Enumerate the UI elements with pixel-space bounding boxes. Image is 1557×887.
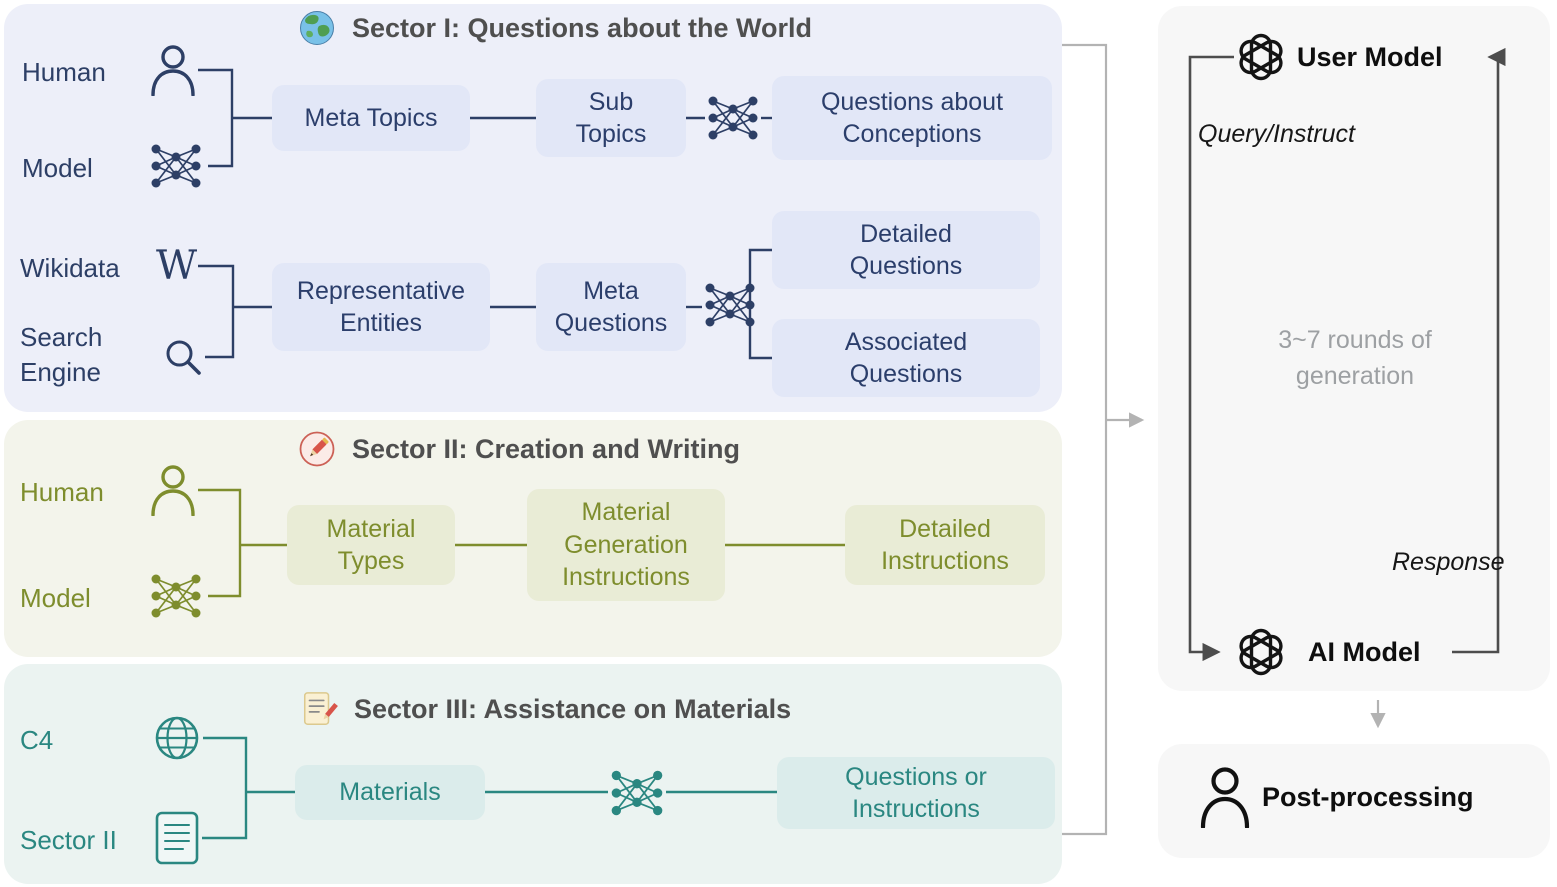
search-engine-label: Search Engine: [20, 322, 103, 388]
user-model-label: User Model: [1297, 42, 1443, 72]
sector3-title-text: Sector III: Assistance on Materials: [354, 693, 792, 724]
meta-questions-box: Meta Questions: [536, 263, 686, 351]
sector1-title: Sector I: Questions about the World: [298, 8, 812, 48]
query-instruct-label: Query/Instruct: [1198, 120, 1355, 148]
neural-network-icon-sector1-source: [146, 140, 206, 192]
associated-questions-box: Associated Questions: [772, 319, 1040, 397]
model-label-sector1: Model: [22, 153, 93, 183]
wireframe-globe-icon: [153, 714, 201, 762]
detailed-instructions-box: Detailed Instructions: [845, 505, 1045, 585]
neural-network-icon-sector1-row2: [700, 279, 760, 331]
sector1-title-text: Sector I: Questions about the World: [352, 12, 813, 43]
human-label-sector1: Human: [22, 57, 106, 87]
material-generation-instructions-box: Material Generation Instructions: [527, 489, 725, 601]
wikidata-label: Wikidata: [20, 253, 120, 283]
sector2-title-text: Sector II: Creation and Writing: [352, 433, 741, 464]
document-icon: [154, 810, 200, 866]
pencil-circle-icon: [298, 430, 336, 468]
questions-about-conceptions-box: Questions about Conceptions: [772, 76, 1052, 160]
openai-logo-icon-user: [1232, 28, 1290, 86]
response-label: Response: [1392, 548, 1505, 576]
rounds-note: 3~7 rounds of generation: [1278, 326, 1432, 391]
human-label-sector2: Human: [20, 477, 104, 507]
questions-or-instructions-box: Questions or Instructions: [777, 757, 1055, 829]
material-types-box: Material Types: [287, 505, 455, 585]
c4-label: C4: [20, 725, 54, 755]
representative-entities-box: Representative Entities: [272, 263, 490, 351]
neural-network-icon-sector2-source: [146, 570, 206, 622]
memo-icon: [300, 690, 338, 728]
openai-logo-icon-ai: [1232, 623, 1290, 681]
wikipedia-w-icon: W: [156, 243, 198, 289]
sub-topics-box: Sub Topics: [536, 79, 686, 157]
detailed-questions-box: Detailed Questions: [772, 211, 1040, 289]
model-label-sector2: Model: [20, 583, 91, 613]
sector2-title: Sector II: Creation and Writing: [298, 430, 740, 468]
neural-network-icon-sector1-row1: [703, 92, 763, 144]
sector3-title: Sector III: Assistance on Materials: [300, 689, 791, 729]
person-silhouette-icon: [1198, 766, 1252, 828]
sector2-source-label: Sector II: [20, 825, 117, 855]
search-icon: [163, 337, 203, 377]
earth-globe-icon: [298, 9, 336, 47]
person-icon-sector1: [150, 44, 196, 96]
materials-box: Materials: [295, 765, 485, 820]
ai-model-label: AI Model: [1308, 637, 1421, 667]
person-icon-sector2: [150, 464, 196, 516]
neural-network-icon-sector3: [606, 766, 668, 820]
meta-topics-box: Meta Topics: [272, 85, 470, 151]
post-processing-label: Post-processing: [1262, 782, 1474, 812]
